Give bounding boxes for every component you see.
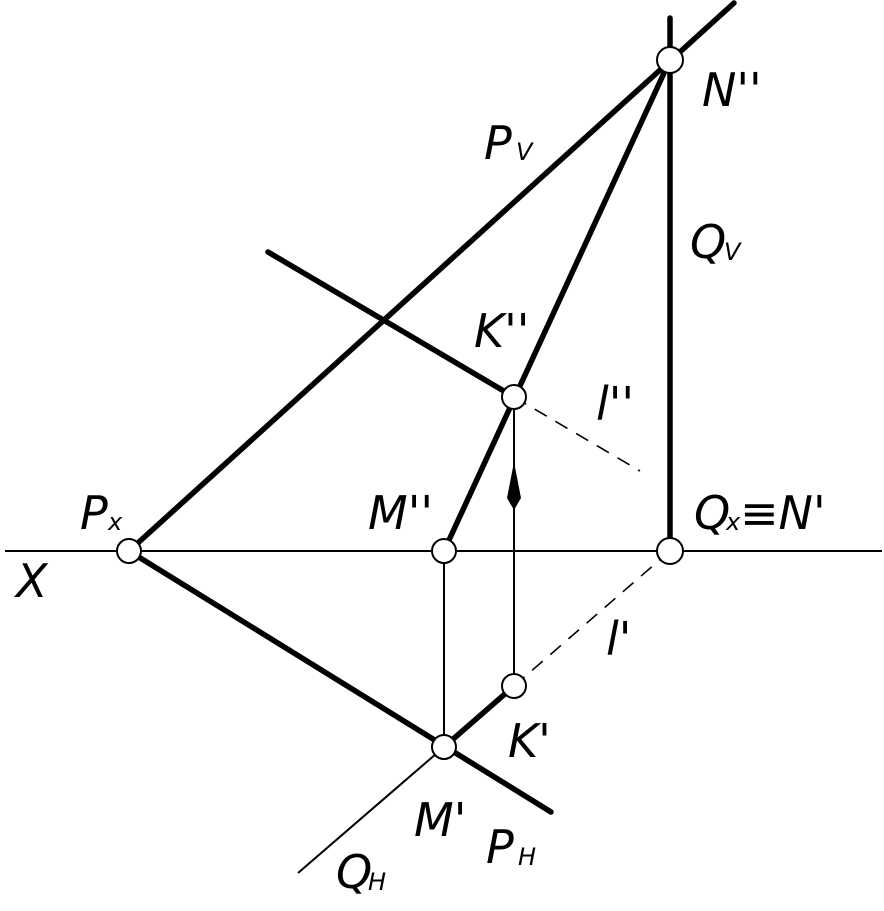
label-pv-sub: V bbox=[516, 138, 534, 166]
point-qx bbox=[656, 537, 684, 565]
point-k1 bbox=[501, 673, 527, 699]
point-px bbox=[116, 538, 142, 564]
label-pv: P bbox=[484, 116, 512, 170]
point-m1 bbox=[431, 734, 457, 760]
label-px-sub: x bbox=[107, 508, 123, 536]
label-qx-sub: x bbox=[725, 508, 741, 536]
label-x-axis: X bbox=[14, 554, 49, 608]
label-k2: K'' bbox=[474, 304, 529, 358]
label-qh: Q bbox=[336, 845, 372, 899]
label-px: P bbox=[80, 486, 108, 540]
label-ph-sub: H bbox=[518, 843, 536, 871]
point-k2 bbox=[501, 384, 527, 410]
label-l1: l' bbox=[606, 612, 631, 666]
label-l2: l'' bbox=[596, 377, 634, 431]
l2-dashed-line bbox=[513, 396, 641, 472]
label-ph: P bbox=[486, 820, 514, 874]
pv-trace bbox=[126, 0, 737, 554]
label-qh-sub: H bbox=[368, 868, 386, 896]
label-qv: Q bbox=[690, 215, 726, 269]
label-k1: K' bbox=[508, 714, 551, 768]
label-n2: N'' bbox=[702, 63, 762, 117]
label-m2: M'' bbox=[368, 486, 433, 540]
l2-solid-line bbox=[265, 249, 517, 400]
ph-trace bbox=[126, 548, 554, 815]
l1-dashed-line bbox=[513, 550, 671, 687]
down-arrow-icon bbox=[507, 462, 521, 510]
label-qx: Q bbox=[694, 486, 730, 540]
point-n2 bbox=[656, 46, 684, 74]
qh-trace-solid bbox=[441, 683, 517, 750]
n2-m2-line bbox=[441, 57, 673, 554]
label-qv-sub: V bbox=[724, 238, 742, 266]
point-m2 bbox=[431, 538, 457, 564]
qh-trace-extension bbox=[297, 746, 445, 874]
label-qx-equiv-n1: ≡N' bbox=[740, 486, 826, 540]
label-m1: M' bbox=[414, 793, 466, 847]
